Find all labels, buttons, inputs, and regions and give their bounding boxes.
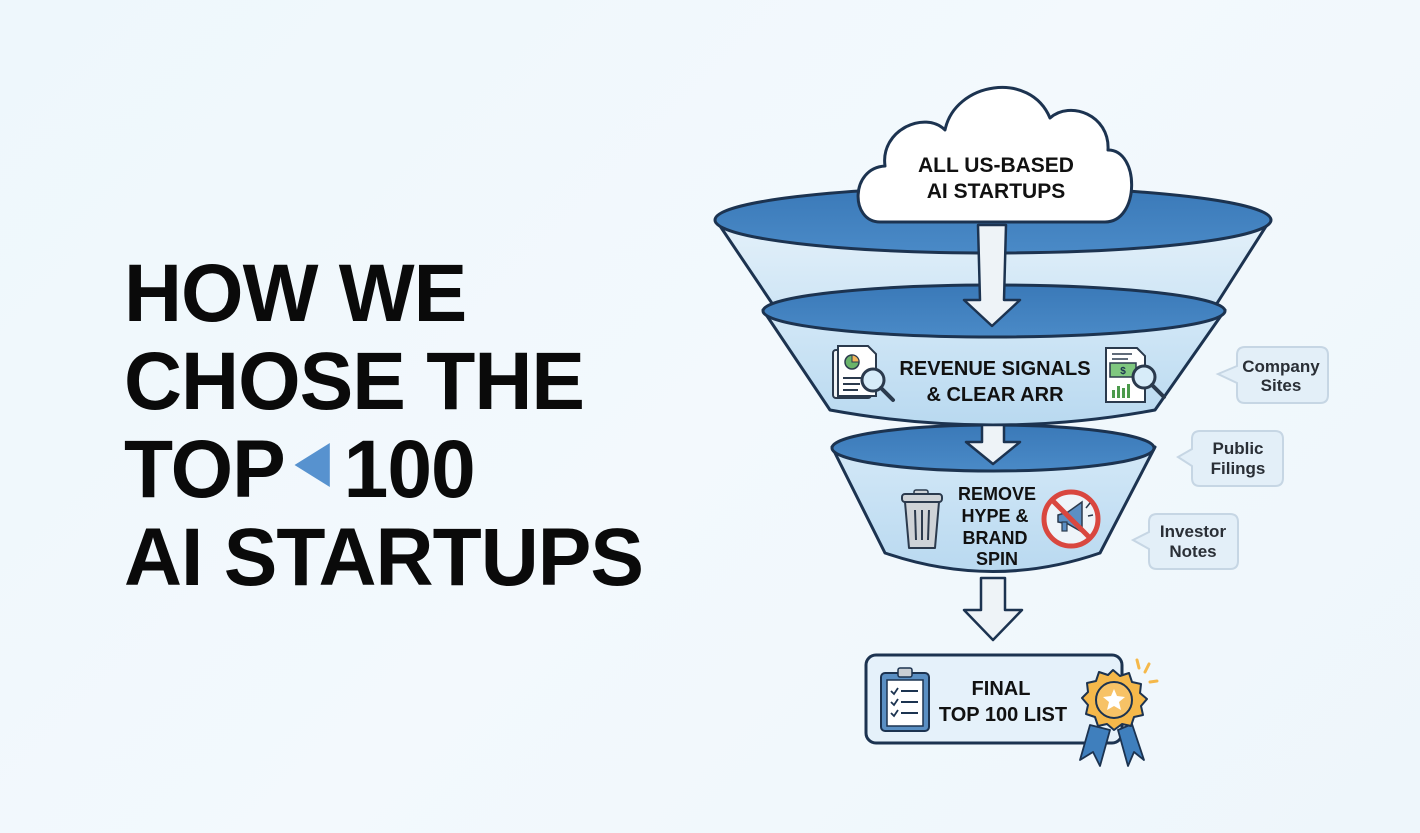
trash-can-icon — [901, 489, 943, 549]
callout-2-line-1: Public — [1212, 439, 1263, 458]
callout-2-line-2: Filings — [1211, 459, 1266, 478]
stage1-label-line-1: REVENUE SIGNALS — [899, 358, 1090, 380]
callout-company-sites — [1215, 346, 1329, 404]
headline-line-2: CHOSE THE — [124, 336, 585, 427]
headline: HOW WE CHOSE THE TOP 100 AI STARTUPS — [124, 248, 644, 603]
stage2-label-line-3: BRAND — [963, 528, 1028, 548]
source-label-line-2: AI STARTUPS — [927, 180, 1065, 203]
stage2-label-line-4: SPIN — [976, 549, 1018, 569]
clipboard-checklist-icon — [880, 667, 930, 732]
arrow-down-icon — [962, 576, 1024, 642]
callout-1-line-2: Sites — [1261, 376, 1302, 395]
callout-investor-notes — [1130, 513, 1239, 570]
money-document-magnifier-icon: $ — [1105, 347, 1166, 403]
callout-3-line-2: Notes — [1169, 542, 1216, 561]
arrow-down-icon — [962, 223, 1022, 328]
callout-3-line-1: Investor — [1160, 522, 1227, 541]
headline-100: 100 — [343, 424, 476, 515]
callout-public-filings — [1176, 430, 1284, 487]
result-label-line-1: FINAL — [972, 678, 1031, 700]
award-ribbon-icon — [1079, 658, 1159, 767]
stage2-label-line-2: HYPE & — [961, 506, 1028, 526]
document-chart-magnifier-icon — [832, 345, 895, 402]
arrow-down-icon — [964, 423, 1022, 466]
stage2-label-line-1: REMOVE — [958, 484, 1036, 504]
left-triangle-icon — [294, 443, 330, 487]
headline-top: TOP — [124, 424, 286, 515]
stage1-label-line-2: & CLEAR ARR — [926, 384, 1064, 406]
callout-1-line-1: Company — [1242, 357, 1320, 376]
cloud-icon — [856, 85, 1134, 224]
headline-line-1: HOW WE — [124, 248, 467, 339]
headline-line-4: AI STARTUPS — [124, 512, 644, 603]
result-label-line-2: TOP 100 LIST — [939, 704, 1067, 726]
no-megaphone-icon — [1041, 489, 1101, 549]
source-label-line-1: ALL US-BASED — [918, 154, 1074, 177]
headline-line-3: TOP 100 — [124, 426, 643, 514]
svg-text:$: $ — [1120, 366, 1126, 377]
